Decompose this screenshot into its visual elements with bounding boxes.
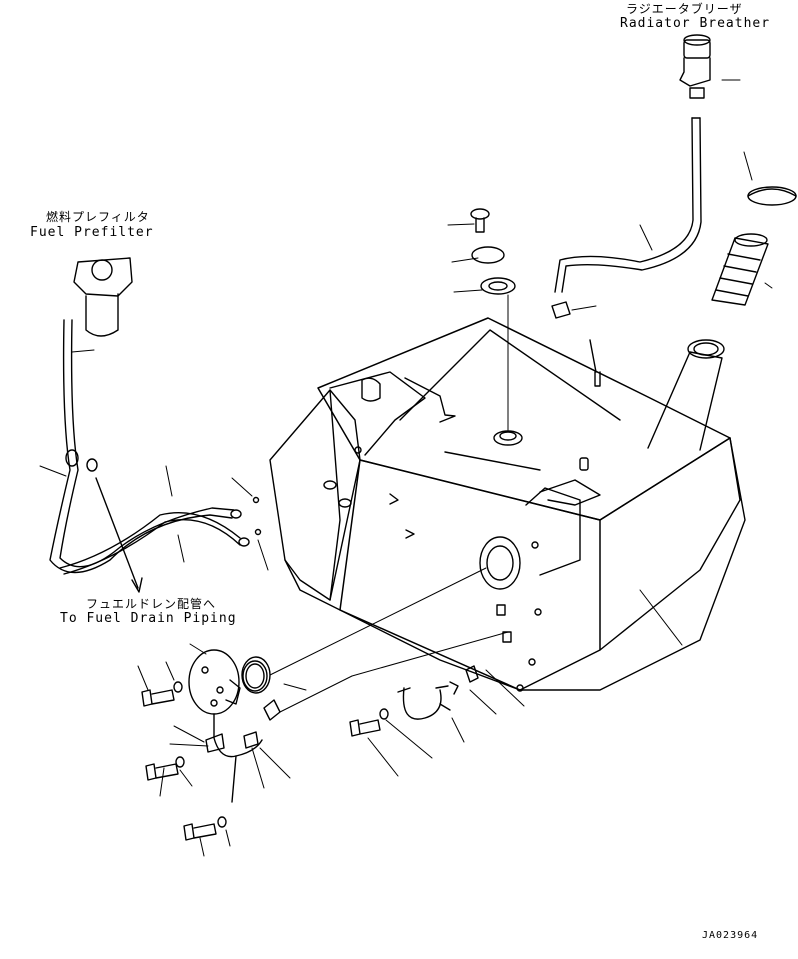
fuel-drain-label-ja: フュエルドレン配管へ [86, 597, 217, 611]
leader-lines [40, 80, 772, 856]
fuel-prefilter-label-en: Fuel Prefilter [30, 225, 154, 240]
filler-cap-and-strainer [712, 187, 796, 305]
top-cap-parts [471, 209, 515, 430]
drawing-code: JA023964 [702, 930, 759, 941]
fuel-drain-label-en: To Fuel Drain Piping [60, 611, 237, 626]
radiator-breather-label-en: Radiator Breather [620, 16, 771, 31]
fuel-prefilter-label-ja: 燃料プレフィルタ [46, 210, 150, 224]
mounting-brackets [350, 666, 478, 736]
fuel-tank [270, 318, 745, 691]
radiator-breather [552, 35, 710, 318]
radiator-breather-label-ja: ラジエータブリーザ [626, 2, 743, 16]
fuel-prefilter-assembly [50, 258, 261, 592]
bolts-and-washers [142, 661, 267, 840]
